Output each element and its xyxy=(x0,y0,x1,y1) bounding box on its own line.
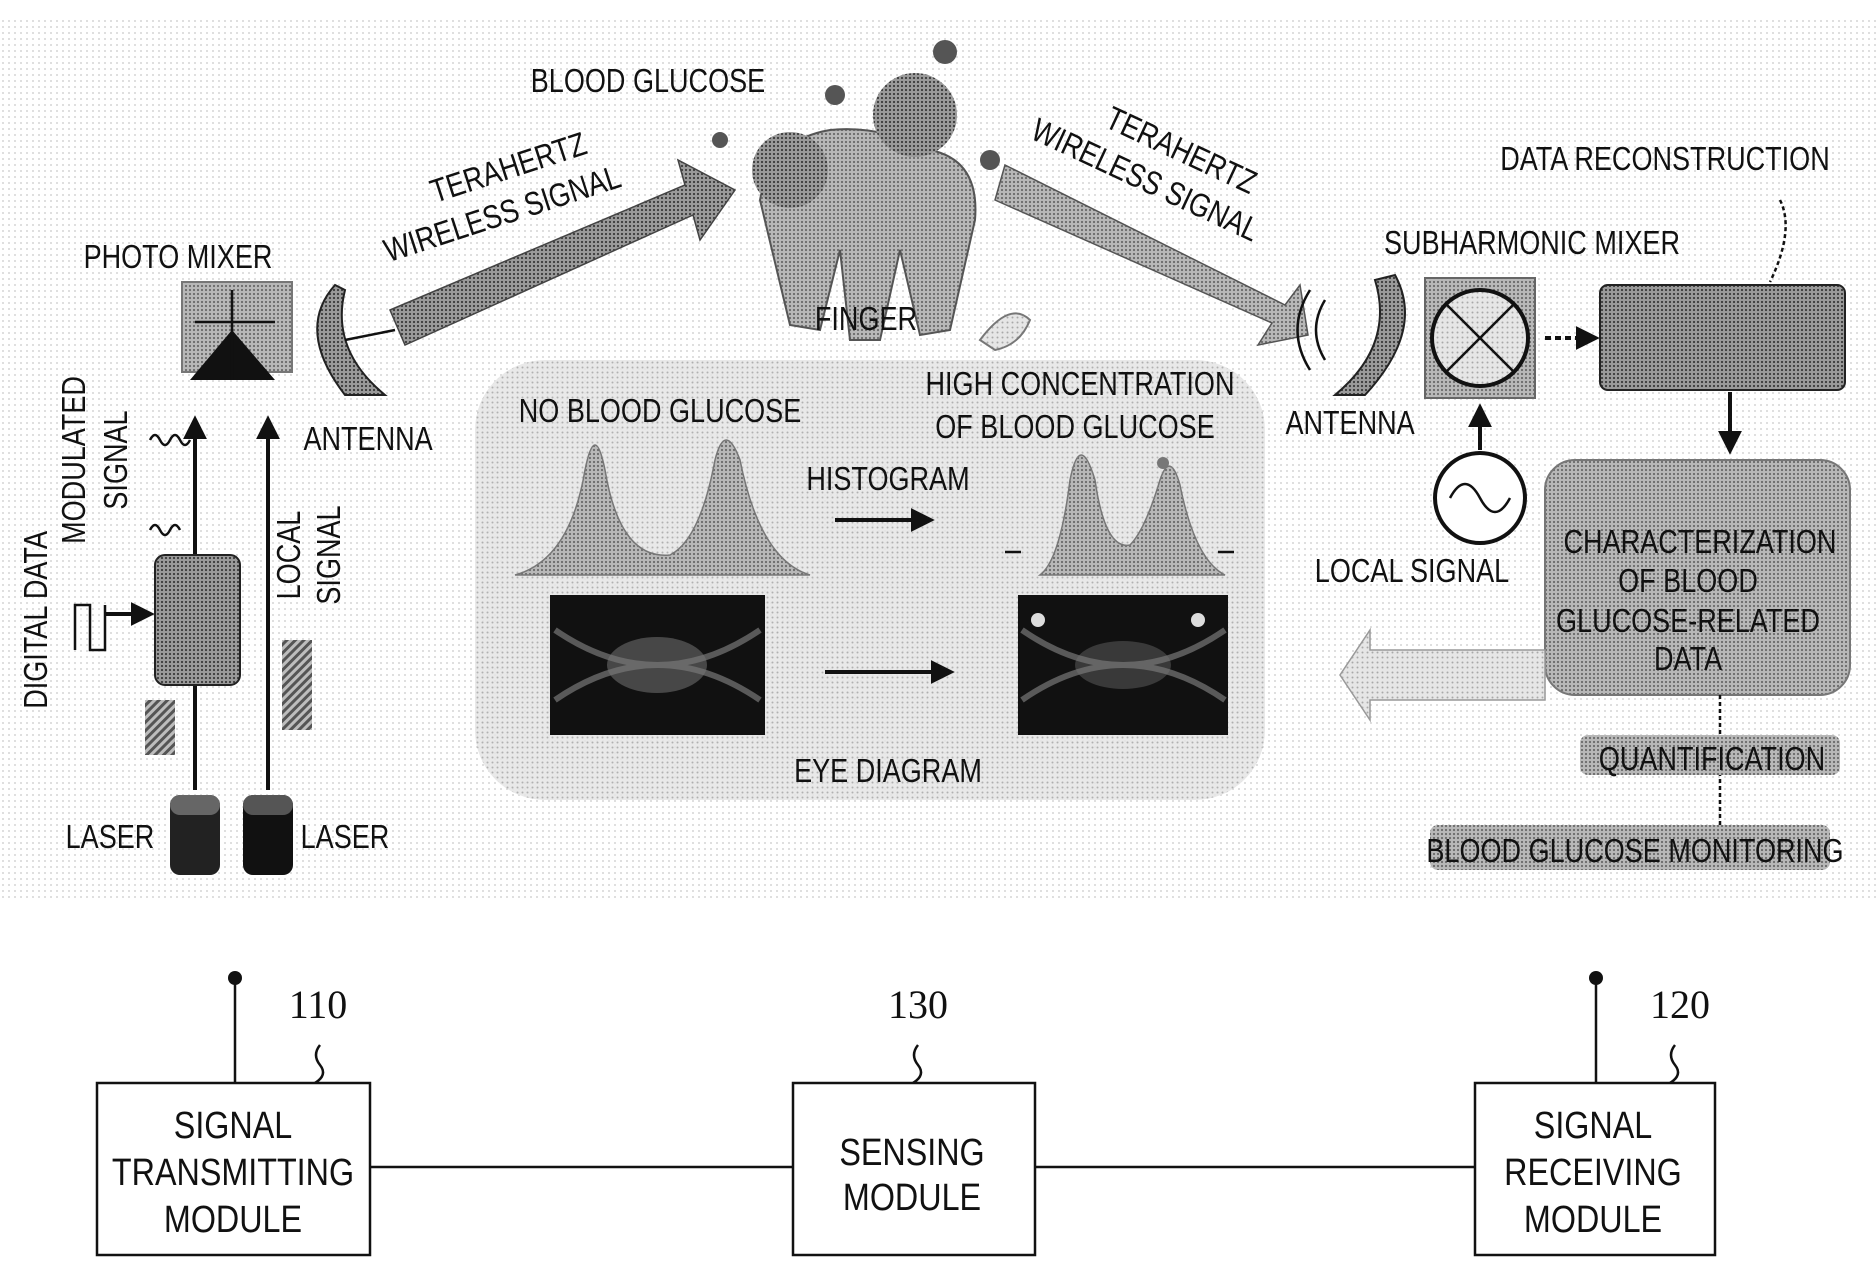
module-120-line2: RECEIVING xyxy=(1504,1152,1682,1194)
label-laser-left: LASER xyxy=(66,820,155,856)
label-of-blood-glucose: OF BLOOD GLUCOSE xyxy=(935,410,1214,446)
label-photo-mixer: PHOTO MIXER xyxy=(84,240,273,276)
module-ref-110: 110 xyxy=(289,982,348,1027)
label-blood-glucose: BLOOD GLUCOSE xyxy=(531,64,765,100)
label-local: LOCAL xyxy=(272,511,308,600)
label-finger: FINGER xyxy=(815,302,917,338)
label-glucose-related: GLUCOSE-RELATED xyxy=(1556,604,1820,640)
label-data-reconstruction: DATA RECONSTRUCTION xyxy=(1500,142,1830,178)
pin-110 xyxy=(228,971,242,985)
module-ref-130: 130 xyxy=(888,982,948,1027)
data-reconstruction-block xyxy=(1600,285,1845,390)
module-110-line1: SIGNAL xyxy=(174,1105,292,1147)
label-characterization: CHARACTERIZATION xyxy=(1564,525,1837,561)
label-of-blood: OF BLOOD xyxy=(1618,564,1758,600)
label-antenna-left: ANTENNA xyxy=(303,422,433,458)
label-data: DATA xyxy=(1654,642,1723,678)
label-laser-right: LASER xyxy=(301,820,390,856)
optical-wave-right xyxy=(282,640,312,730)
label-quantification: QUANTIFICATION xyxy=(1599,742,1825,778)
module-130-line1: SENSING xyxy=(839,1132,984,1174)
module-110-line2: TRANSMITTING xyxy=(112,1152,354,1194)
label-high-concentration: HIGH CONCENTRATION xyxy=(926,367,1235,403)
pin-120 xyxy=(1589,971,1603,985)
module-130-line2: MODULE xyxy=(843,1177,981,1219)
label-antenna-right: ANTENNA xyxy=(1285,406,1415,442)
label-digital-data: DIGITAL DATA xyxy=(19,530,55,709)
optical-wave-left xyxy=(145,700,175,755)
label-no-blood-glucose: NO BLOOD GLUCOSE xyxy=(519,394,802,430)
signal-transmitting-module: 110 SIGNAL TRANSMITTING MODULE xyxy=(97,982,370,1255)
modulator-block xyxy=(155,555,240,685)
label-modulated: MODULATED xyxy=(57,376,93,544)
label-eye-diagram: EYE DIAGRAM xyxy=(794,754,982,790)
label-blood-glucose-monitoring: BLOOD GLUCOSE MONITORING xyxy=(1426,834,1843,870)
module-110-line3: MODULE xyxy=(164,1199,302,1241)
sensing-module: 130 SENSING MODULE xyxy=(793,982,1035,1255)
label-local-signal-right: LOCAL SIGNAL xyxy=(1315,554,1509,590)
module-120-line1: SIGNAL xyxy=(1534,1105,1652,1147)
module-120-line3: MODULE xyxy=(1524,1199,1662,1241)
label-modulated-signal: SIGNAL xyxy=(99,410,135,509)
label-subharmonic-mixer: SUBHARMONIC MIXER xyxy=(1384,226,1680,262)
module-ref-120: 120 xyxy=(1650,982,1710,1027)
label-local-signal-left: SIGNAL xyxy=(312,505,348,604)
label-histogram: HISTOGRAM xyxy=(806,462,969,498)
glucose-molecule-icon xyxy=(752,132,828,208)
